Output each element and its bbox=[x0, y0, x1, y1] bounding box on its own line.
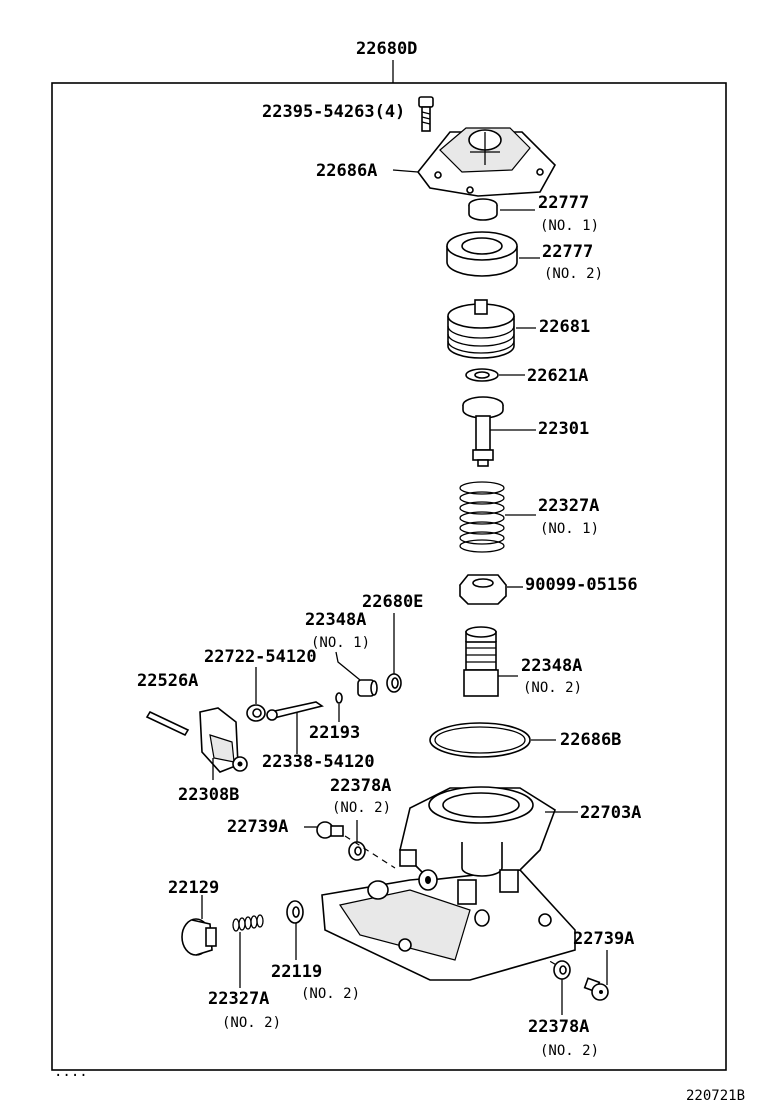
label-valve-stem: 22301 bbox=[538, 419, 589, 439]
shaft-54120-part[interactable] bbox=[266, 701, 324, 721]
body-part[interactable] bbox=[321, 786, 576, 981]
damper-part[interactable] bbox=[447, 299, 515, 359]
washer-small-part[interactable] bbox=[465, 368, 499, 382]
label-cap: 22129 bbox=[168, 878, 219, 898]
sub-gasket-378-upper: (NO. 2) bbox=[332, 800, 391, 816]
sub-plug-2: (NO. 2) bbox=[523, 680, 582, 696]
label-bracket: 22308B bbox=[178, 785, 239, 805]
corner-mark: .... bbox=[54, 1064, 88, 1080]
screw-739-lower-part[interactable] bbox=[583, 977, 609, 1001]
label-gasket-e: 22680E bbox=[362, 592, 423, 612]
assembly-frame bbox=[51, 82, 727, 1071]
assembly-label: 22680D bbox=[356, 39, 417, 59]
gasket-378-lower-part[interactable] bbox=[553, 960, 571, 980]
diaphragm-small-part[interactable] bbox=[468, 198, 498, 221]
label-diaphragm-ring: 22777 bbox=[542, 242, 593, 262]
pin-part[interactable] bbox=[145, 710, 190, 737]
leader-plug-1 bbox=[335, 651, 361, 681]
label-shaft-54120: 22338-54120 bbox=[262, 752, 375, 772]
sub-spring-1: (NO. 1) bbox=[540, 521, 599, 537]
oring-small-part[interactable] bbox=[335, 692, 343, 704]
label-washer-119: 22119 bbox=[271, 962, 322, 982]
sub-diaphragm-small: (NO. 1) bbox=[540, 218, 599, 234]
washer-119-part[interactable] bbox=[286, 900, 304, 924]
label-cover: 22686A bbox=[316, 161, 377, 181]
oring-large-part[interactable] bbox=[429, 722, 531, 758]
label-spring-1: 22327A bbox=[538, 496, 599, 516]
sub-plug-1: (NO. 1) bbox=[311, 635, 370, 651]
sub-washer-119: (NO. 2) bbox=[301, 986, 360, 1002]
cap-part[interactable] bbox=[181, 918, 217, 956]
label-screw: 22395-54263(4) bbox=[262, 102, 405, 122]
diaphragm-ring-part[interactable] bbox=[446, 231, 518, 277]
plug-1-part[interactable] bbox=[357, 679, 378, 697]
label-plug-1: 22348A bbox=[305, 610, 366, 630]
label-diaphragm-small: 22777 bbox=[538, 193, 589, 213]
label-pin: 22526A bbox=[137, 671, 198, 691]
label-screw-739-lower: 22739A bbox=[573, 929, 634, 949]
screw-part[interactable] bbox=[418, 96, 434, 132]
label-gasket-378-lower: 22378A bbox=[528, 1017, 589, 1037]
bolt-54120-part[interactable] bbox=[246, 704, 266, 722]
label-plug-2: 22348A bbox=[521, 656, 582, 676]
label-spring-2: 22327A bbox=[208, 989, 269, 1009]
sub-gasket-378-lower: (NO. 2) bbox=[540, 1043, 599, 1059]
sub-spring-2: (NO. 2) bbox=[222, 1015, 281, 1031]
leader-cover bbox=[392, 169, 419, 173]
screw-739-upper-part[interactable] bbox=[316, 821, 344, 839]
gasket-e-part[interactable] bbox=[386, 673, 402, 693]
spring-1-part[interactable] bbox=[459, 481, 505, 553]
label-washer-small: 22621A bbox=[527, 366, 588, 386]
label-body: 22703A bbox=[580, 803, 641, 823]
valve-stem-part[interactable] bbox=[462, 396, 504, 467]
label-damper: 22681 bbox=[539, 317, 590, 337]
figure-id: 220721B bbox=[686, 1088, 745, 1104]
label-bolt-54120: 22722-54120 bbox=[204, 647, 317, 667]
gasket-378-upper-part[interactable] bbox=[348, 841, 366, 861]
nut-part[interactable] bbox=[458, 574, 508, 605]
label-oring-large: 22686B bbox=[560, 730, 621, 750]
label-oring-small: 22193 bbox=[309, 723, 360, 743]
plug-2-part[interactable] bbox=[463, 626, 499, 697]
label-nut: 90099-05156 bbox=[525, 575, 638, 595]
spring-2-part[interactable] bbox=[232, 914, 264, 932]
label-screw-739-upper: 22739A bbox=[227, 817, 288, 837]
bracket-part[interactable] bbox=[199, 707, 248, 773]
label-gasket-378-upper: 22378A bbox=[330, 776, 391, 796]
sub-diaphragm-ring: (NO. 2) bbox=[544, 266, 603, 282]
assembly-path-upper bbox=[344, 835, 396, 869]
cover-part[interactable] bbox=[416, 127, 556, 197]
